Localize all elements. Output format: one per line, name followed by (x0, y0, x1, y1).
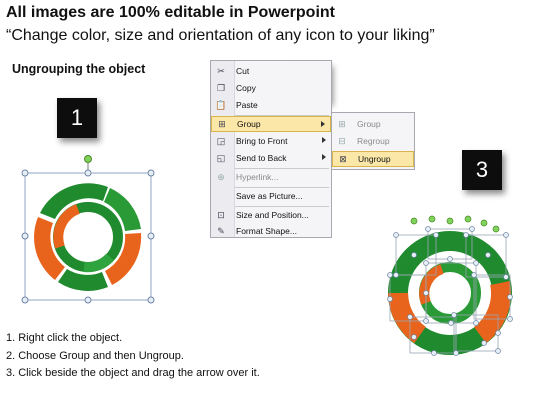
menu-item-paste[interactable]: 📋 Paste (211, 97, 331, 113)
menu-item-label: Format Shape... (236, 226, 297, 236)
send-to-back-icon: ◱ (216, 153, 226, 163)
menu-separator (235, 206, 329, 207)
format-shape-icon: ✎ (217, 226, 225, 236)
step-badge-3: 3 (462, 150, 502, 190)
submenu-item-regroup: ⊟ Regroup (332, 133, 414, 149)
inner-ring-segment-orange (53, 204, 81, 249)
ring-segment-green (104, 188, 141, 231)
hyperlink-icon: ⊕ (217, 172, 225, 182)
menu-separator (235, 187, 329, 188)
submenu-item-label: Regroup (357, 136, 390, 146)
menu-separator (235, 168, 329, 169)
instruction-step-3: 3. Click beside the object and drag the … (6, 367, 260, 379)
submenu-arrow-icon (322, 154, 326, 160)
step-badge-1: 1 (57, 98, 97, 138)
ring-segment-green (58, 269, 108, 291)
paste-icon: 📋 (215, 100, 227, 110)
resize-handle[interactable] (21, 232, 29, 240)
menu-item-bring-to-front[interactable]: ◲ Bring to Front (211, 133, 331, 149)
resize-handle[interactable] (21, 296, 29, 304)
resize-handle[interactable] (147, 232, 155, 240)
menu-item-label: Send to Back (236, 153, 287, 163)
ring-pieces-orange (473, 281, 511, 344)
menu-icon-gutter (211, 61, 235, 237)
headline: All images are 100% editable in Powerpoi… (6, 4, 335, 21)
grouped-circular-diagram[interactable] (18, 150, 158, 310)
group-submenu: ⊞ Group ⊟ Regroup ⊠ Ungroup (331, 112, 415, 170)
menu-item-group[interactable]: ⊞ Group (211, 116, 331, 132)
group-icon: ⊞ (218, 119, 226, 129)
ungroup-icon: ⊠ (339, 154, 347, 164)
submenu-item-ungroup[interactable]: ⊠ Ungroup (332, 151, 414, 167)
menu-item-hyperlink: ⊕ Hyperlink... (211, 169, 331, 185)
inner-ring-segment-green (83, 253, 114, 273)
resize-handles (21, 169, 155, 304)
menu-item-copy[interactable]: ❐ Copy (211, 80, 331, 96)
submenu-item-label: Group (357, 119, 381, 129)
menu-item-format-shape[interactable]: ✎ Format Shape... (211, 223, 331, 239)
copy-icon: ❐ (216, 83, 226, 93)
menu-item-label: Hyperlink... (236, 172, 279, 182)
inner-pieces-orange (419, 264, 444, 305)
group-icon: ⊞ (338, 119, 346, 129)
menu-item-cut[interactable]: ✂ Cut (211, 63, 331, 79)
ring-segment-orange (34, 217, 65, 280)
menu-item-label: Paste (236, 100, 258, 110)
menu-item-label: Size and Position... (236, 210, 309, 220)
submenu-arrow-icon (321, 121, 325, 127)
instruction-step-1: 1. Right click the object. (6, 332, 123, 344)
resize-handle[interactable] (84, 169, 92, 177)
menu-item-send-to-back[interactable]: ◱ Send to Back (211, 150, 331, 166)
menu-item-label: Bring to Front (236, 136, 288, 146)
selection-handles (387, 226, 513, 356)
menu-item-label: Save as Picture... (236, 191, 303, 201)
ungrouped-circular-diagram[interactable] (384, 215, 518, 365)
subheadline: “Change color, size and orientation of a… (6, 27, 435, 44)
ring-pieces-orange (388, 292, 427, 344)
submenu-item-group: ⊞ Group (332, 116, 414, 132)
instructions-list: 1. Right click the object. 2. Choose Gro… (6, 330, 260, 383)
resize-handle[interactable] (147, 169, 155, 177)
menu-item-label: Cut (236, 66, 250, 76)
menu-item-label: Copy (236, 83, 256, 93)
submenu-arrow-icon (322, 137, 326, 143)
menu-item-save-as-picture[interactable]: Save as Picture... (211, 188, 331, 204)
size-position-icon: ⊡ (217, 210, 225, 220)
rotation-handles (410, 215, 500, 233)
instruction-step-2: 2. Choose Group and then Ungroup. (6, 349, 184, 362)
diagram-center (66, 215, 110, 259)
ring-segment-green (40, 183, 108, 219)
resize-handle[interactable] (21, 169, 29, 177)
menu-item-size-and-position[interactable]: ⊡ Size and Position... (211, 207, 331, 223)
scissors-icon: ✂ (217, 66, 225, 76)
resize-handle[interactable] (147, 296, 155, 304)
section-title: Ungrouping the object (12, 62, 146, 76)
bring-to-front-icon: ◲ (216, 136, 226, 146)
menu-separator (235, 115, 329, 116)
submenu-item-label: Ungroup (358, 154, 391, 164)
context-menu: ✂ Cut ❐ Copy 📋 Paste ⊞ Group ◲ Bring to … (210, 60, 332, 238)
regroup-icon: ⊟ (338, 136, 346, 146)
rotation-handle[interactable] (84, 155, 92, 163)
menu-item-label: Group (237, 119, 261, 129)
ring-segment-orange (105, 233, 142, 285)
resize-handle[interactable] (84, 296, 92, 304)
